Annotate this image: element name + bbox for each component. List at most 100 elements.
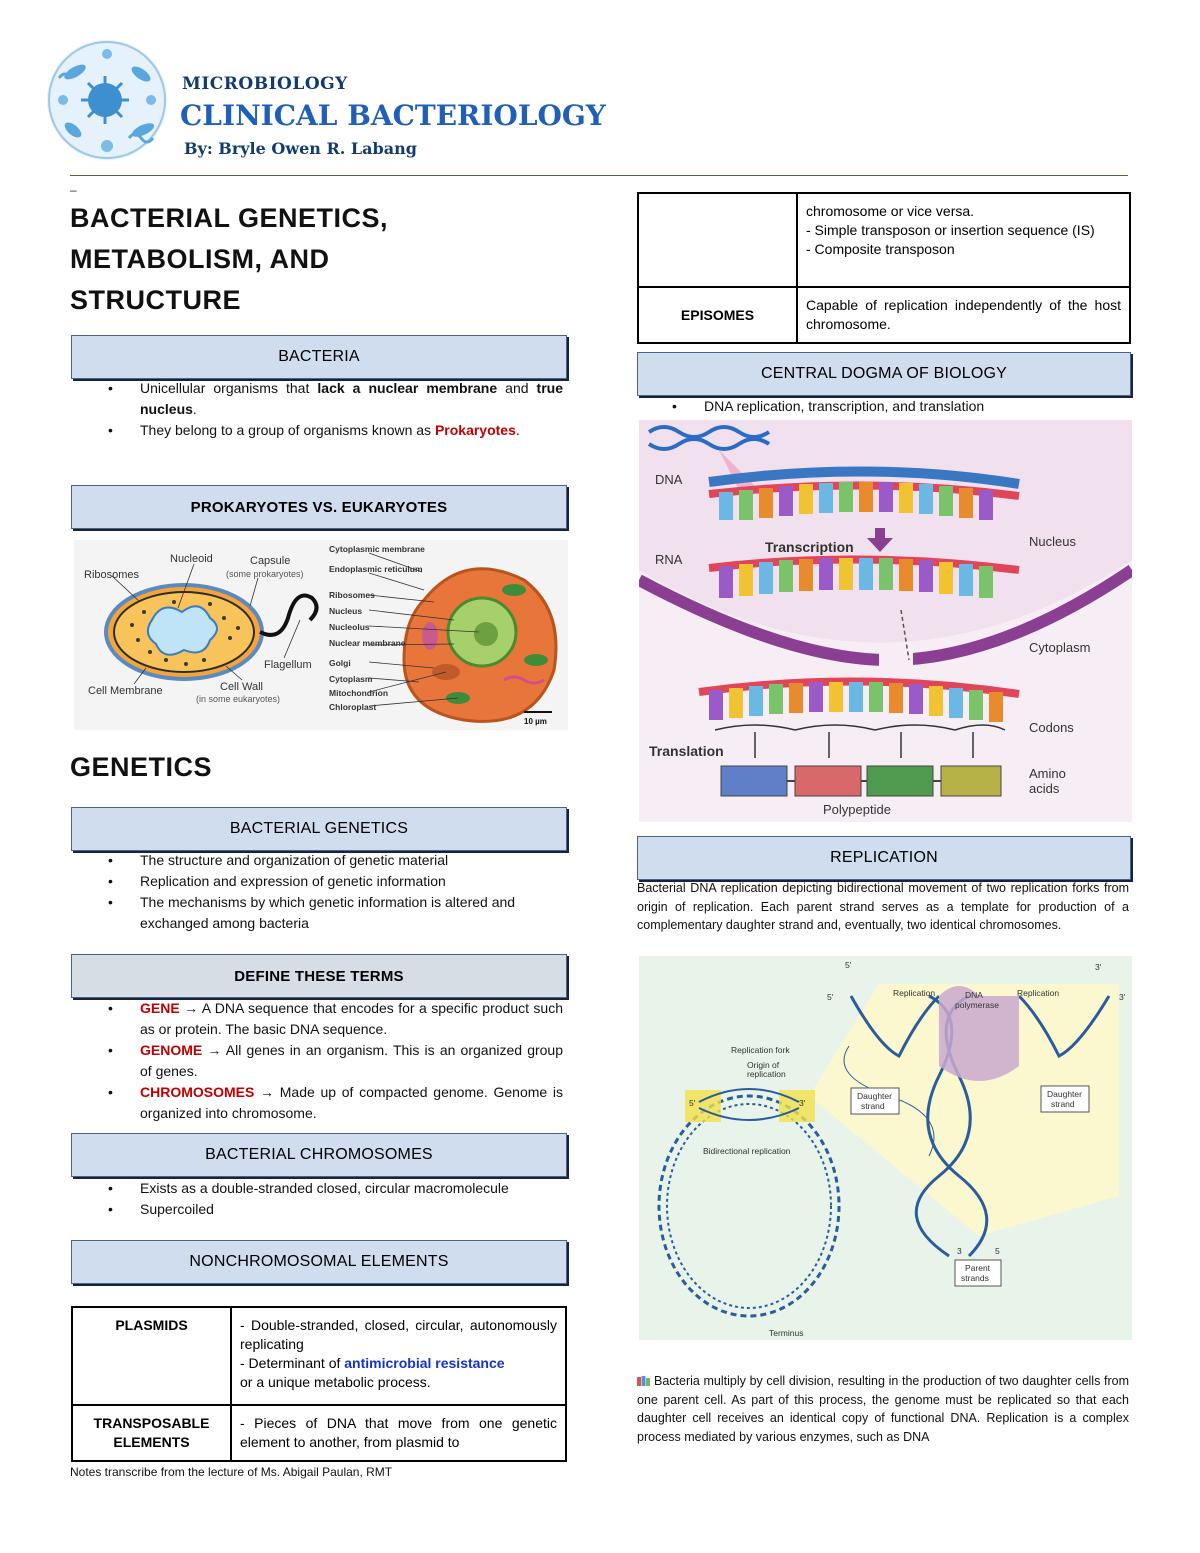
replication-heading: REPLICATION <box>637 836 1131 880</box>
label-flagellum: Flagellum <box>264 659 312 671</box>
footnote: Notes transcribe from the lecture of Ms.… <box>70 1465 393 1479</box>
codon-bases <box>709 682 1003 722</box>
books-icon <box>637 1373 650 1386</box>
list-item: Replication and expression of genetic in… <box>70 871 563 892</box>
empty-key-cell <box>637 192 798 288</box>
label-dna: DNA <box>655 472 683 487</box>
document-title: CLINICAL BACTERIOLOGY <box>180 99 606 132</box>
bacterial-chromosomes-list: Exists as a double-stranded closed, circ… <box>70 1178 563 1220</box>
label-3prime-top: 3' <box>1095 962 1102 972</box>
transposable-continuation: chromosome or vice versa. - Simple trans… <box>796 192 1131 288</box>
label-5prime-left: 5' <box>827 992 834 1002</box>
list-item: GENE → A DNA sequence that encodes for a… <box>70 998 563 1040</box>
label-fork-5prime: 5' <box>689 1098 696 1108</box>
label-mitochondrion: Mitochondrion <box>329 688 388 698</box>
list-item: They belong to a group of organisms know… <box>70 420 563 441</box>
label-nucleolus: Nucleolus <box>329 622 370 632</box>
genetics-title: GENETICS <box>70 752 213 782</box>
label-transcription: Transcription <box>765 539 854 555</box>
define-terms-list: GENE → A DNA sequence that encodes for a… <box>70 998 563 1124</box>
central-dogma-figure: DNA RNA Transcription Nucleus Cytoplasm … <box>639 420 1132 822</box>
episomes-key: EPISOMES <box>637 286 798 344</box>
replication-caption: Bacterial DNA replication depicting bidi… <box>637 881 1129 932</box>
list-item: Exists as a double-stranded closed, circ… <box>70 1178 563 1199</box>
main-title-line-2: METABOLISM, AND <box>70 244 330 274</box>
table-row: PLASMIDS - Double-stranded, closed, circ… <box>71 1306 567 1406</box>
label-3prime-right: 3' <box>1119 992 1126 1002</box>
list-item: Unicellular organisms that lack a nuclea… <box>70 378 563 420</box>
label-capsule: Capsule <box>250 555 290 567</box>
label-nucleoid: Nucleoid <box>170 553 213 565</box>
replication-body: Bacteria multiply by cell division, resu… <box>637 1373 1129 1444</box>
list-item: DNA replication, transcription, and tran… <box>634 396 1129 417</box>
episomes-description: Capable of replication independently of … <box>796 286 1131 344</box>
main-title-line-1: BACTERIAL GENETICS, <box>70 203 389 233</box>
label-fork-3prime: 3' <box>799 1098 806 1108</box>
label-endoplasmic-reticulum: Endoplasmic reticulum <box>329 564 423 574</box>
replication-figure: 5' 3' 5' 3' Replication Replication DNA … <box>639 956 1132 1340</box>
label-golgi: Golgi <box>329 658 351 668</box>
label-translation: Translation <box>649 743 724 759</box>
label-nuclear-membrane: Nuclear membrane <box>329 638 406 648</box>
label-capsule-note: (some prokaryotes) <box>226 569 304 579</box>
label-cytoplasm: Cytoplasm <box>1029 640 1090 655</box>
label-cytoplasm: Cytoplasm <box>329 674 373 684</box>
list-item: Supercoiled <box>70 1199 563 1220</box>
label-cell-wall: Cell Wall <box>220 681 263 693</box>
dna-bases <box>719 482 993 520</box>
header-divider <box>70 175 1128 176</box>
label-daughter-right-2: strand <box>1051 1099 1075 1109</box>
bacterial-chromosomes-heading: BACTERIAL CHROMOSOMES <box>71 1133 567 1177</box>
label-daughter-left-1: Daughter <box>857 1091 892 1101</box>
label-rna: RNA <box>655 552 683 567</box>
bacteria-heading: BACTERIA <box>71 335 567 379</box>
label-nucleus: Nucleus <box>1029 534 1076 549</box>
label-dna-polymerase-1: DNA <box>965 990 983 1000</box>
label-three: 3 <box>957 1246 962 1256</box>
label-five: 5 <box>995 1246 1000 1256</box>
author-line: By: Bryle Owen R. Labang <box>184 139 417 158</box>
label-codons: Codons <box>1029 720 1074 735</box>
list-item: CHROMOSOMES → Made up of compacted genom… <box>70 1082 563 1124</box>
table-row: EPISOMES Capable of replication independ… <box>637 286 1131 344</box>
plasmids-description: - Double-stranded, closed, circular, aut… <box>230 1306 567 1406</box>
label-chloroplast: Chloroplast <box>329 702 376 712</box>
label-polypeptide: Polypeptide <box>823 802 891 817</box>
define-terms-heading: DEFINE THESE TERMS <box>71 954 567 998</box>
table-row: chromosome or vice versa. - Simple trans… <box>637 192 1131 288</box>
label-origin-2: replication <box>747 1069 786 1079</box>
label-ribosomes: Ribosomes <box>84 569 140 581</box>
central-dogma-heading: CENTRAL DOGMA OF BIOLOGY <box>637 352 1131 396</box>
label-dna-polymerase-2: polymerase <box>955 1000 999 1010</box>
transposable-elements-key: TRANSPOSABLE ELEMENTS <box>71 1404 232 1462</box>
nonchromosomal-table-continued: chromosome or vice versa. - Simple trans… <box>637 192 1131 344</box>
bacterial-genetics-heading: BACTERIAL GENETICS <box>71 807 567 851</box>
label-amino-acids-1: Amino <box>1029 766 1066 781</box>
label-replication-fork: Replication fork <box>731 1045 790 1055</box>
label-parent-1: Parent <box>965 1263 991 1273</box>
label-5prime-top: 5' <box>845 960 852 970</box>
header-dash: – <box>70 183 77 197</box>
microbe-logo <box>45 38 170 163</box>
subject-label: MICROBIOLOGY <box>182 74 348 94</box>
label-parent-2: strands <box>961 1273 989 1283</box>
table-row: TRANSPOSABLE ELEMENTS - Pieces of DNA th… <box>71 1404 567 1462</box>
label-bidirectional: Bidirectional replication <box>703 1146 791 1156</box>
nonchromosomal-table: PLASMIDS - Double-stranded, closed, circ… <box>71 1306 567 1462</box>
bacterial-genetics-list: The structure and organization of geneti… <box>70 850 563 934</box>
main-title: BACTERIAL GENETICS, METABOLISM, AND STRU… <box>70 198 570 321</box>
label-cell-membrane: Cell Membrane <box>88 685 163 697</box>
label-replication-left: Replication <box>893 988 935 998</box>
transposable-elements-description: - Pieces of DNA that move from one genet… <box>230 1404 567 1462</box>
main-title-line-3: STRUCTURE <box>70 285 241 315</box>
bacteria-list: Unicellular organisms that lack a nuclea… <box>70 378 563 441</box>
scale-bar-label: 10 µm <box>524 717 547 726</box>
label-terminus: Terminus <box>769 1328 803 1338</box>
central-dogma-list: DNA replication, transcription, and tran… <box>634 396 1129 417</box>
label-cytoplasmic-membrane: Cytoplasmic membrane <box>329 544 425 554</box>
label-nucleus: Nucleus <box>329 606 362 616</box>
label-cell-wall-note: (in some eukaryotes) <box>196 694 280 704</box>
label-amino-acids-2: acids <box>1029 781 1060 796</box>
cell-comparison-figure: Ribosomes Nucleoid Capsule (some prokary… <box>74 540 568 730</box>
label-replication-right: Replication <box>1017 988 1059 998</box>
